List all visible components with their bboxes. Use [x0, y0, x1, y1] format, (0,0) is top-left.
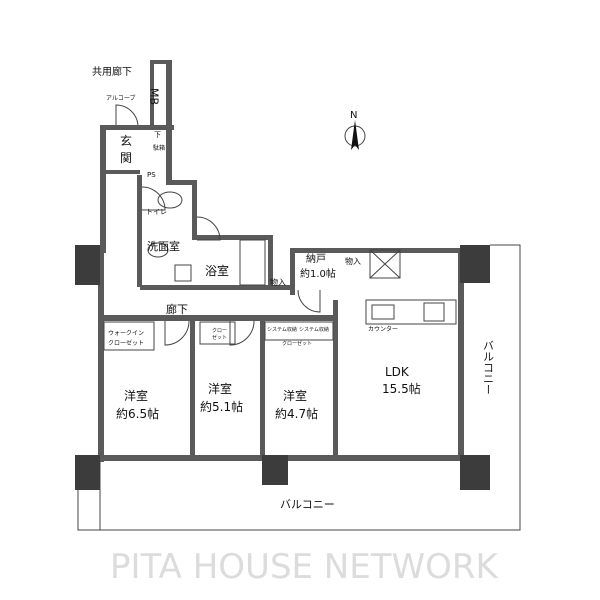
room3-label: 洋室 — [283, 388, 307, 403]
genkan-label-2: 関 — [120, 151, 132, 165]
common-corridor-label: 共用廊下 — [92, 65, 132, 78]
balcony-bottom-label: バルコニー — [280, 498, 335, 511]
walk-in-closet-label-2: クローゼット — [108, 339, 144, 347]
closet-label-2: ゼット — [212, 334, 227, 341]
storage-label-a: 物入 — [270, 277, 286, 287]
closet-label-1: クロー — [212, 328, 227, 334]
shoe-box-label-2: 駄箱 — [153, 144, 165, 152]
system-storage — [264, 321, 334, 341]
ldk-size: 15.5帖 — [382, 381, 421, 396]
nando-size: 約1.0帖 — [300, 267, 336, 280]
kitchen-counter — [365, 299, 457, 325]
room1-size: 約6.5帖 — [116, 406, 159, 421]
kitchen-sink — [371, 304, 395, 320]
hallway-label: 廊下 — [166, 302, 188, 316]
system-storage-label-2: システム収納 — [299, 326, 329, 333]
walls — [98, 60, 464, 462]
stove — [423, 302, 445, 322]
bathtub — [239, 239, 266, 286]
toilet-fixture — [157, 191, 183, 209]
room3-size: 約4.7帖 — [275, 406, 318, 421]
north-arrow-icon: N — [344, 110, 366, 150]
doors[interactable] — [115, 104, 321, 346]
room1-label: 洋室 — [124, 388, 148, 403]
closet-label-3: クローゼット — [282, 340, 312, 347]
duct-cross — [369, 249, 401, 279]
nando-label: 納戸 — [306, 252, 326, 265]
balcony-outline — [77, 244, 521, 531]
bathroom-label: 浴室 — [205, 263, 229, 278]
north-label: N — [350, 110, 357, 121]
ps-label: PS — [147, 171, 156, 179]
duct-space — [369, 249, 401, 279]
watermark: PITA HOUSE NETWORK — [110, 547, 500, 587]
storage-label-b: 物入 — [345, 256, 361, 266]
washing-machine-pan — [174, 264, 192, 282]
room2-size: 約5.1帖 — [200, 399, 243, 414]
genkan-label-1: 玄 — [120, 133, 132, 148]
pillars — [75, 245, 490, 490]
closet — [199, 321, 236, 345]
walk-in-closet — [103, 321, 155, 351]
mb-label: MB — [148, 88, 161, 105]
room-labels: 共用廊下 アルコーブ MB 玄 関 下 駄箱 PS トイレ 洗面室 浴室 物入 … — [92, 65, 495, 511]
system-storage-label-1: システム収納 — [267, 326, 297, 333]
wash-basin — [147, 242, 169, 258]
shoe-box-label-1: 下 — [154, 131, 161, 139]
alcove-label: アルコーブ — [106, 94, 135, 102]
room2-label: 洋室 — [208, 381, 232, 396]
balcony-right-label: バルコニー — [482, 340, 495, 395]
counter-label: カウンター — [368, 325, 398, 333]
walk-in-closet-label-1: ウォークイン — [108, 329, 144, 337]
washroom-label: 洗面室 — [147, 239, 180, 253]
toilet-label: トイレ — [146, 208, 167, 216]
ldk-label: LDK — [385, 365, 410, 379]
